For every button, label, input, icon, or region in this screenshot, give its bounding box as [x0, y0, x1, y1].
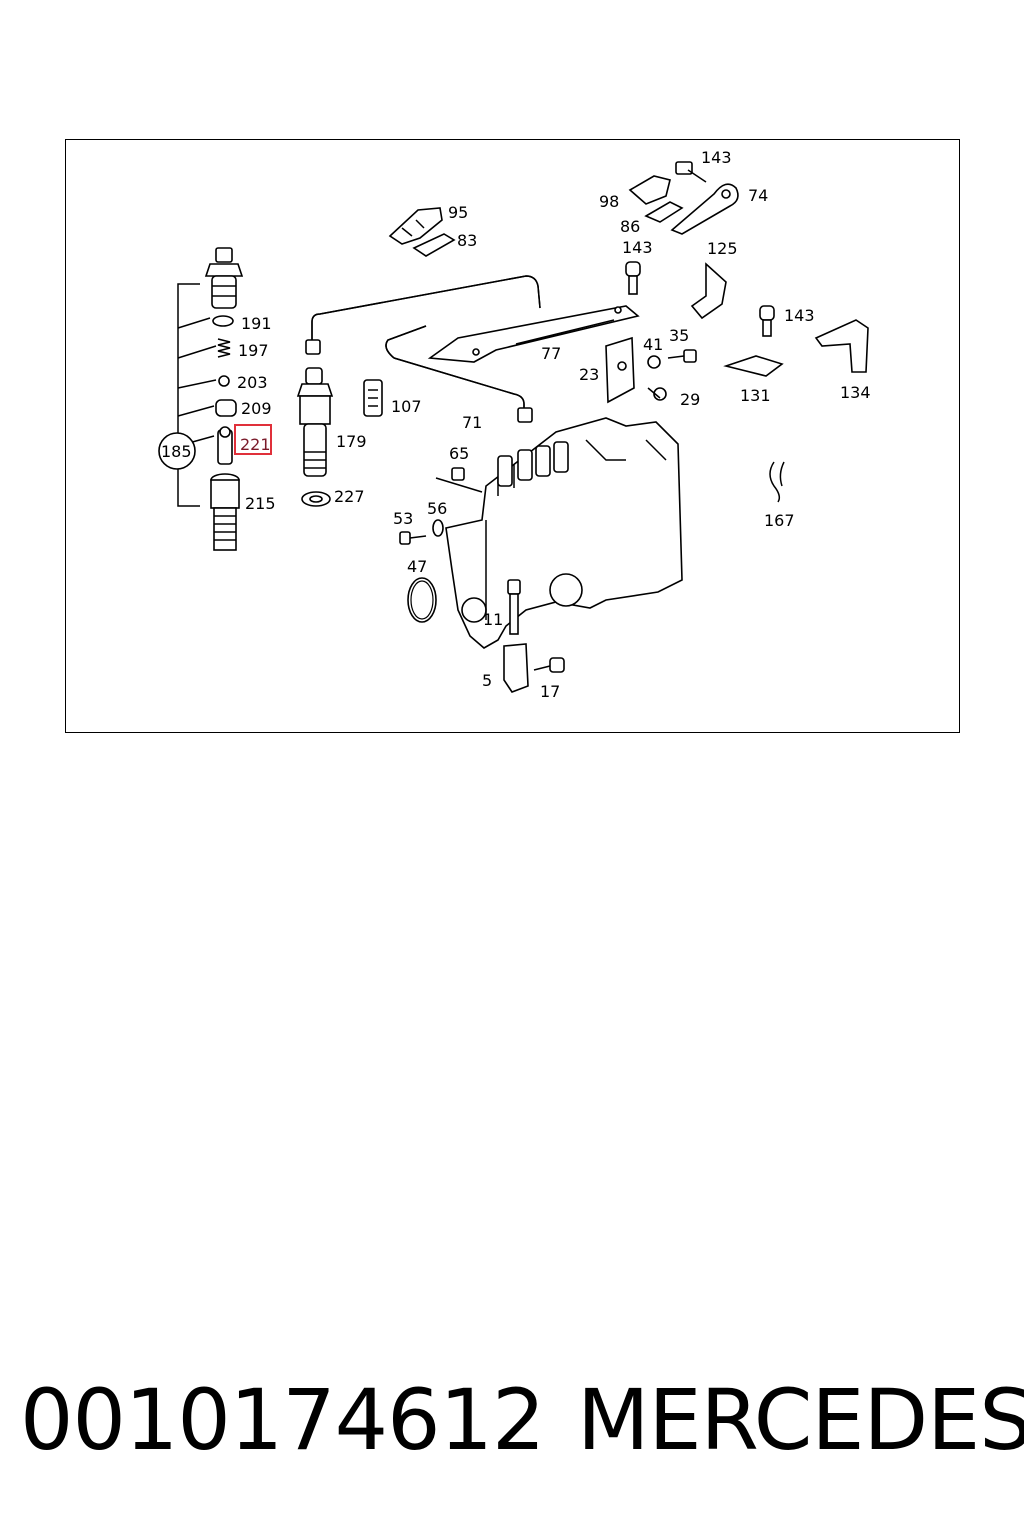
clip-107-part: [363, 379, 383, 417]
clamp-95-83-part: [388, 207, 456, 257]
bracket-74-part: [670, 183, 739, 235]
highlight-box-221: [234, 424, 272, 455]
callout-86: 86: [620, 217, 640, 236]
bolt-143a-part: [675, 161, 707, 183]
part-number: 0010174612: [20, 1371, 545, 1469]
callout-77: 77: [541, 344, 561, 363]
bracket-131-part: [723, 355, 784, 377]
callout-197: 197: [238, 341, 269, 360]
injector-holder-part: [204, 247, 244, 309]
callout-56: 56: [427, 499, 447, 518]
fuel-line-71-part: [305, 275, 541, 423]
callout-107: 107: [391, 397, 422, 416]
exploded-parts-diagram: 143 98 74 86 95 83 143 125 191 143 197 7…: [158, 148, 871, 701]
parts-diagram-frame: 143 98 74 86 95 83 143 125 191 143 197 7…: [65, 139, 960, 733]
injector-179-part: [296, 367, 334, 477]
washer-56-part: [432, 519, 444, 537]
callout-191: 191: [241, 314, 272, 333]
callout-227: 227: [334, 487, 365, 506]
callout-23: 23: [579, 365, 599, 384]
callout-125: 125: [707, 239, 738, 258]
callout-35: 35: [669, 326, 689, 345]
callout-167: 167: [764, 511, 795, 530]
bolt-53-part: [399, 531, 427, 545]
injection-pump-body: [435, 417, 683, 649]
callout-11: 11: [483, 610, 503, 629]
nozzle-221-part: [217, 426, 233, 465]
clamp-98-86-part: [628, 175, 684, 223]
pin-203-part: [218, 375, 230, 387]
callout-215: 215: [245, 494, 276, 513]
bolt-143c-part: [759, 305, 775, 337]
bracket-134-part: [814, 319, 869, 373]
cup-209-part: [215, 399, 237, 417]
bolt-143b-part: [625, 261, 641, 295]
callout-98: 98: [599, 192, 619, 211]
callout-131: 131: [740, 386, 771, 405]
bolt-35-part: [667, 349, 697, 363]
callout-47: 47: [407, 557, 427, 576]
clamp-167-part: [769, 461, 785, 503]
bracket-125-part: [690, 262, 727, 320]
spring-197-part: [217, 338, 231, 358]
washer-41-part: [647, 355, 661, 369]
callout-185-circle: [158, 432, 196, 470]
callout-143: 143: [622, 238, 653, 257]
injector-bracket-lines: [177, 283, 217, 507]
callout-95: 95: [448, 203, 468, 222]
callout-53: 53: [393, 509, 413, 528]
bolt-17-part: [533, 657, 565, 673]
stud-11-part: [507, 579, 521, 635]
o-ring-47-part: [407, 577, 437, 623]
callout-5: 5: [482, 671, 492, 690]
callout-17: 17: [540, 682, 560, 701]
callout-labels: 143 98 74 86 95 83 143 125 191 143 197 7…: [161, 148, 871, 701]
screw-29-part: [647, 387, 667, 401]
callout-143: 143: [701, 148, 732, 167]
fitting-5-part: [503, 643, 529, 693]
washer-191-part: [212, 315, 234, 327]
callout-179: 179: [336, 432, 367, 451]
rail-77-part: [427, 305, 640, 363]
callout-209: 209: [241, 399, 272, 418]
callout-203: 203: [237, 373, 268, 392]
part-65: [451, 467, 465, 481]
callout-221: 221: [240, 435, 271, 454]
brand-name: MERCEDES: [577, 1371, 1024, 1469]
callout-65: 65: [449, 444, 469, 463]
callout-185: 185: [161, 442, 192, 461]
callout-41: 41: [643, 335, 663, 354]
callout-83: 83: [457, 231, 477, 250]
callout-71: 71: [462, 413, 482, 432]
callout-134: 134: [840, 383, 871, 402]
callout-29: 29: [680, 390, 700, 409]
callout-143: 143: [784, 306, 815, 325]
callout-74: 74: [748, 186, 768, 205]
part-caption: 0010174612 MERCEDES: [20, 1370, 1024, 1470]
nozzle-nut-215-part: [210, 473, 240, 551]
